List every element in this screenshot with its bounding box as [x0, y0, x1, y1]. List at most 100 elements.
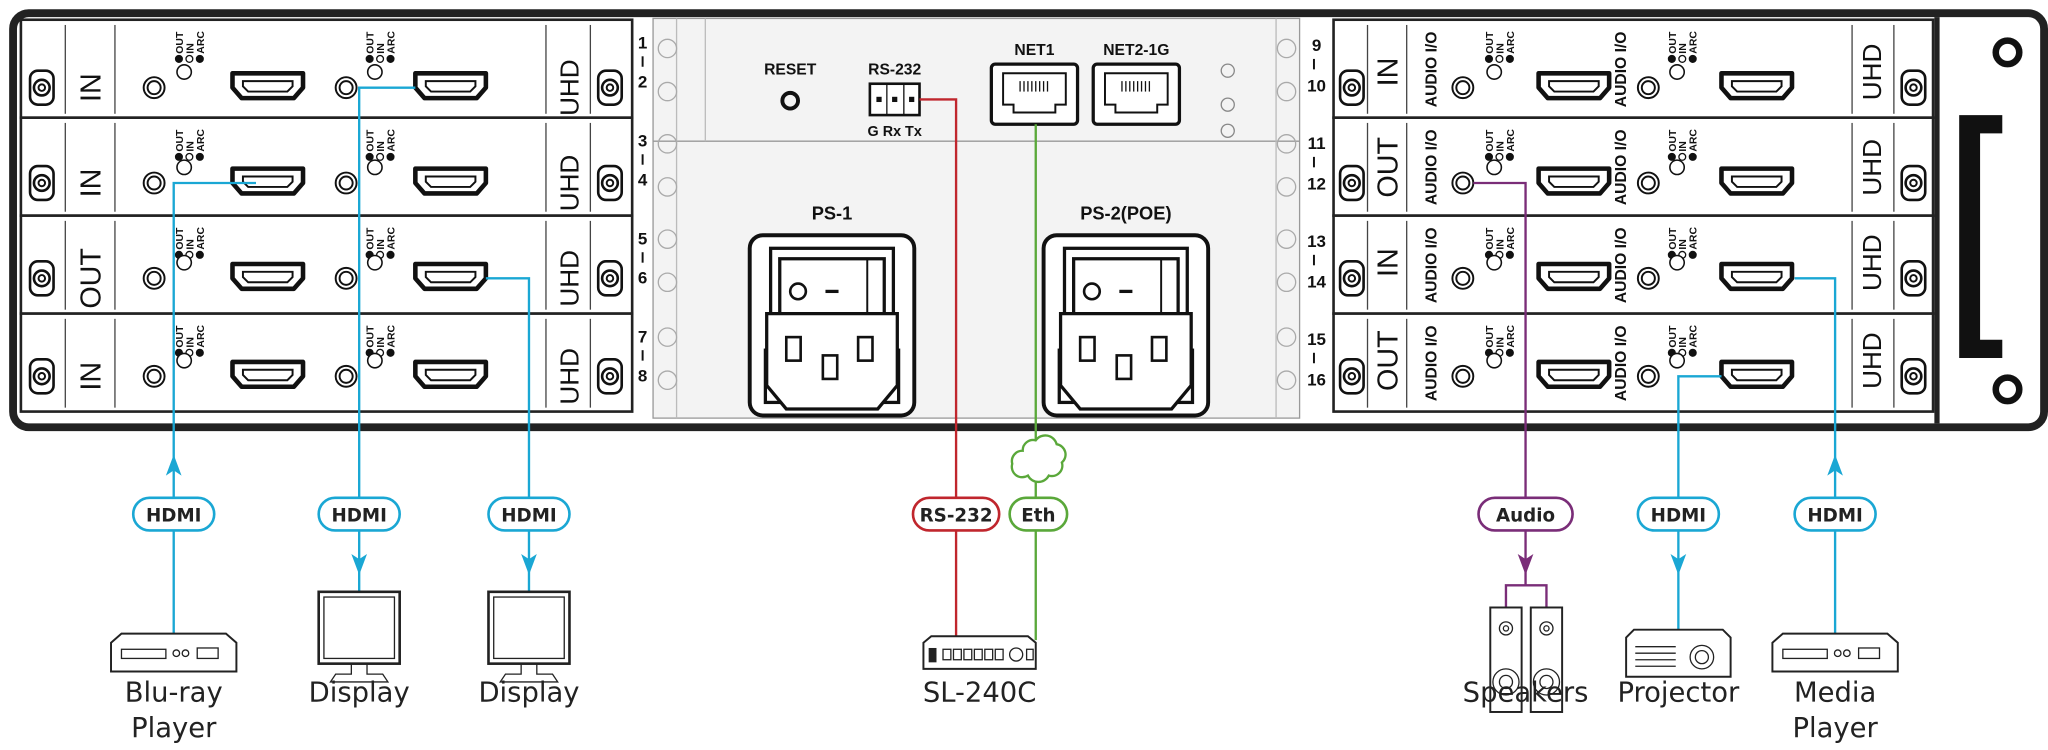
hdmi-port[interactable] [1536, 359, 1612, 390]
net2-ethernet-port[interactable] [1091, 62, 1182, 126]
led-label: ARC [386, 324, 397, 347]
hdmi-port[interactable] [230, 359, 306, 390]
coax-connector[interactable] [1900, 69, 1927, 106]
audio-jack[interactable] [334, 364, 358, 388]
ac-socket[interactable] [765, 311, 899, 411]
cable-label-text: HDMI [1651, 505, 1706, 526]
led-label: ARC [196, 129, 207, 152]
led-label: OUT [366, 325, 377, 348]
status-led [1486, 159, 1503, 176]
status-led [366, 352, 383, 369]
status-led [1669, 64, 1686, 80]
led-label: IN [1495, 337, 1506, 347]
coax-connector[interactable] [1338, 69, 1365, 106]
slot-number-bottom: 10 [1307, 77, 1326, 96]
hdmi-port[interactable] [1719, 70, 1795, 101]
reset-button[interactable] [780, 90, 800, 111]
audio-jack[interactable] [1636, 76, 1660, 100]
slot-number-bottom: 6 [638, 269, 647, 288]
card-format-label: UHD [555, 250, 585, 307]
hdmi-port[interactable] [1536, 70, 1612, 101]
arrow-up-icon [1827, 454, 1843, 476]
led-label: IN [185, 337, 196, 347]
device-label: Display [309, 678, 410, 709]
cable-line [1473, 181, 1527, 586]
coax-connector[interactable] [1900, 358, 1927, 395]
led-arc-icon [1505, 152, 1514, 161]
cable-line [172, 181, 256, 641]
status-led [176, 352, 193, 369]
hdmi-port[interactable] [1536, 166, 1612, 196]
hdmi-port[interactable] [1719, 261, 1795, 292]
status-led [1669, 352, 1686, 369]
audio-jack[interactable] [334, 266, 358, 290]
card-format-label: UHD [555, 348, 585, 405]
coax-connector[interactable] [28, 164, 55, 202]
coax-connector[interactable] [28, 260, 55, 297]
led-arc-icon [195, 250, 204, 259]
coax-connector[interactable] [596, 260, 624, 297]
audio-jack[interactable] [1451, 76, 1475, 100]
audio-jack[interactable] [1636, 266, 1660, 290]
audio-jack[interactable] [142, 171, 166, 195]
coax-connector[interactable] [28, 358, 55, 395]
coax-connector[interactable] [1338, 164, 1365, 202]
hdmi-port[interactable] [230, 261, 306, 292]
net1-ethernet-port[interactable] [989, 62, 1080, 126]
card-format-label: UHD [555, 59, 585, 116]
media-player-icon [1771, 632, 1899, 673]
card-direction-label: IN [76, 169, 108, 198]
audio-jack[interactable] [142, 364, 166, 388]
led-arc-icon [386, 250, 395, 259]
cable-label-hdmi: HDMI [131, 496, 216, 532]
ac-socket[interactable] [1058, 311, 1193, 411]
hdmi-port[interactable] [1719, 359, 1795, 390]
mount-screw [1276, 81, 1297, 102]
hdmi-port[interactable] [413, 261, 489, 292]
coax-connector[interactable] [596, 69, 624, 106]
coax-connector[interactable] [1900, 164, 1927, 202]
hdmi-port[interactable] [1719, 166, 1795, 196]
audio-jack[interactable] [1451, 364, 1475, 388]
led-label: ARC [196, 324, 207, 347]
rs232-terminal-block[interactable] [868, 82, 921, 117]
card-direction-label: OUT [76, 248, 108, 309]
hdmi-port[interactable] [230, 70, 306, 101]
audio-io-label: AUDIO I/O [1613, 325, 1630, 401]
card-direction-label: IN [1373, 58, 1405, 87]
coax-connector[interactable] [596, 358, 624, 395]
coax-connector[interactable] [28, 69, 55, 106]
hdmi-port[interactable] [413, 166, 489, 196]
hdmi-port[interactable] [1536, 261, 1612, 292]
coax-connector[interactable] [596, 164, 624, 202]
connection-ethernet: Eth [1008, 124, 1069, 641]
coax-connector[interactable] [1900, 260, 1927, 297]
slot-number: 78 [638, 327, 647, 385]
status-led [176, 159, 193, 176]
hdmi-port[interactable] [413, 359, 489, 390]
led-label: IN [185, 43, 196, 53]
device-label: Projector [1617, 678, 1740, 709]
led-in-icon [185, 54, 194, 63]
audio-jack[interactable] [334, 76, 358, 100]
audio-jack[interactable] [142, 266, 166, 290]
status-led [366, 64, 383, 80]
hdmi-port[interactable] [413, 70, 489, 101]
device-label: Player [131, 713, 217, 744]
audio-jack[interactable] [1451, 266, 1475, 290]
led-label: OUT [175, 227, 186, 250]
status-led [176, 254, 193, 271]
audio-jack[interactable] [1451, 171, 1475, 195]
slot-number-top: 15 [1307, 330, 1326, 349]
hdmi-port[interactable] [230, 166, 306, 196]
coax-connector[interactable] [1338, 260, 1365, 297]
audio-io-label: AUDIO I/O [1424, 129, 1441, 205]
audio-jack[interactable] [142, 76, 166, 100]
slot-number-top: 13 [1307, 232, 1326, 251]
coax-connector[interactable] [1338, 358, 1365, 395]
audio-jack[interactable] [1636, 171, 1660, 195]
audio-jack[interactable] [1636, 364, 1660, 388]
audio-jack[interactable] [334, 171, 358, 195]
